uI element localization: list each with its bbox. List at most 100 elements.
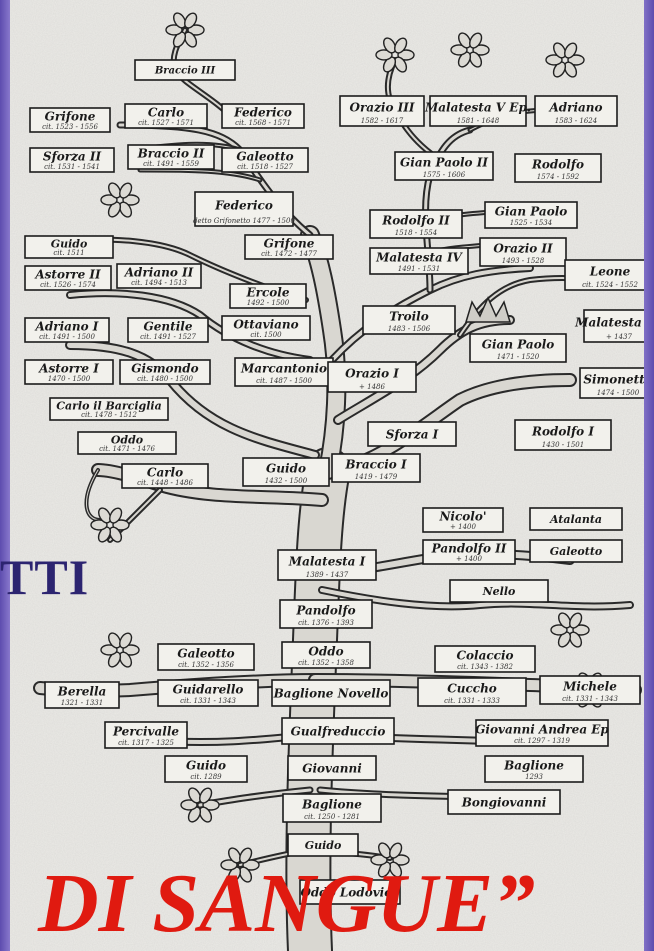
leaf-cluster-icon [545, 42, 585, 78]
person-dates: cit. 1331 - 1343 [562, 695, 618, 703]
branch-light-10 [335, 375, 575, 475]
leaf-cluster-icon [100, 632, 140, 668]
person-dates: cit. 1491 - 1500 [39, 333, 95, 341]
person-name: Astorre I [38, 361, 99, 375]
name-plate [429, 95, 527, 127]
leaf-cluster-icon [220, 847, 260, 883]
person-name: Galeotto [236, 149, 293, 163]
person-name: Galeotto [177, 647, 234, 661]
leaf-cluster-icon [90, 507, 130, 543]
name-plate [24, 235, 114, 259]
person-name: Orazio I [345, 367, 399, 381]
name-plate [234, 357, 334, 387]
person-name: Malatesta I [288, 555, 366, 569]
name-plate [221, 147, 309, 173]
person-name: Astorre II [34, 267, 101, 281]
person-name: Nello [482, 585, 516, 598]
person-dates: cit. 1478 - 1512 [81, 411, 137, 419]
person-dates: 1432 - 1500 [265, 477, 308, 485]
leaf-cluster-icon [375, 37, 415, 73]
person-name: Cuccho [447, 682, 497, 696]
name-plate [417, 677, 527, 707]
person-name: Federico [233, 105, 292, 119]
person-dates: cit. 1352 - 1356 [178, 661, 234, 669]
person-name: Orazio II [493, 242, 553, 256]
name-plate [583, 309, 644, 343]
name-plate [287, 755, 377, 781]
person-dates: cit. 1343 - 1382 [457, 663, 513, 671]
tree-node-braccio-iii: Braccio III [134, 59, 236, 81]
person-name: Baglione [301, 798, 362, 812]
name-plate [422, 539, 516, 565]
tree-node-giovanni: Giovanni [287, 755, 377, 781]
name-plate [24, 265, 112, 291]
name-plate [469, 333, 567, 363]
name-plate [281, 717, 395, 745]
person-dates: cit. 1376 - 1393 [298, 619, 354, 627]
branch-light-4 [68, 291, 312, 362]
name-plate [229, 283, 307, 309]
name-plate [281, 641, 371, 669]
branch-light-30 [85, 469, 101, 521]
name-plate [121, 463, 209, 489]
person-dates: cit. 1331 - 1343 [180, 697, 236, 705]
crown-icon [464, 296, 512, 323]
name-plate [134, 59, 236, 81]
name-plate [157, 679, 259, 707]
name-plate [194, 191, 294, 227]
person-dates: + 1400 [456, 555, 482, 563]
person-dates: cit. 1250 - 1281 [304, 813, 360, 821]
tree-node-gualfreduccio: Gualfreduccio [281, 717, 395, 745]
name-plate [579, 367, 644, 399]
tree-node-baglione-novello: Baglione Novello [271, 679, 391, 707]
person-name: Pandolfo II [431, 541, 507, 555]
branch-light-3 [67, 342, 318, 458]
person-name: Braccio I [344, 458, 407, 472]
name-plate [539, 675, 641, 705]
person-dates: + 1400 [450, 523, 476, 531]
person-name: Grifone [45, 109, 96, 123]
person-dates: cit. 1448 - 1486 [137, 479, 193, 487]
person-dates: 1575 - 1606 [423, 171, 466, 179]
person-dates: 1471 - 1520 [497, 353, 540, 361]
person-dates: cit. 1568 - 1571 [235, 119, 291, 127]
name-plate [339, 95, 425, 127]
person-name: Gualfreduccio [291, 725, 386, 739]
name-plate [369, 209, 463, 239]
person-dates: detto Grifonetto 1477 - 1500 [193, 217, 295, 225]
person-name: Braccio III [154, 66, 216, 77]
person-name: Carlo [148, 105, 184, 119]
tree-node-malatesta-v: Malatesta V Ep.1581 - 1648 [424, 95, 531, 127]
name-plate [116, 263, 202, 289]
person-name: Oddo Lodovico [300, 885, 399, 899]
name-plate [434, 645, 536, 673]
name-plate [44, 681, 120, 709]
person-dates: cit. 1317 - 1325 [118, 739, 174, 747]
name-plate [362, 305, 456, 335]
tree-node-guido-base: Guido [287, 833, 359, 857]
person-name: Michele [562, 680, 617, 694]
person-name: Gentile [144, 319, 193, 333]
person-dates: 1518 - 1554 [395, 229, 437, 237]
leaf-cluster-icon [450, 32, 490, 68]
name-plate [475, 719, 609, 747]
name-plate [394, 151, 494, 181]
person-name: Malatesta III [574, 316, 644, 330]
person-dates: 1389 - 1437 [306, 571, 349, 579]
